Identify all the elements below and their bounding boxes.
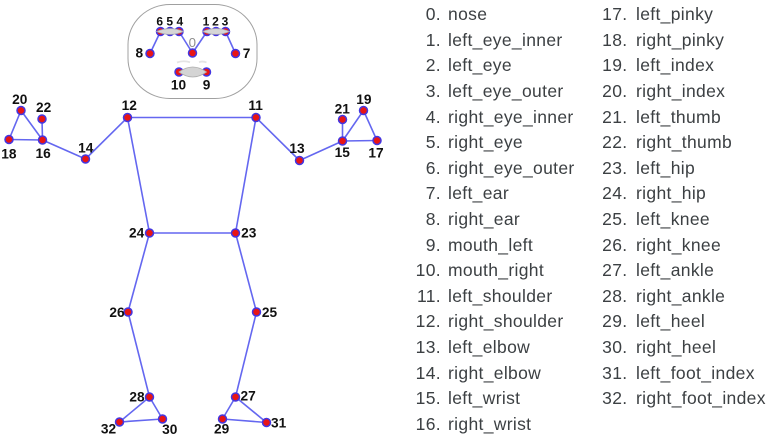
- svg-text:9: 9: [203, 78, 211, 93]
- svg-text:3: 3: [222, 15, 229, 29]
- svg-text:20: 20: [12, 92, 28, 107]
- svg-text:15: 15: [335, 145, 351, 160]
- svg-text:12: 12: [122, 98, 138, 113]
- svg-text:24: 24: [129, 225, 145, 240]
- svg-text:26: 26: [109, 305, 125, 320]
- svg-text:28: 28: [129, 390, 145, 405]
- svg-text:17: 17: [368, 146, 384, 161]
- svg-text:32: 32: [101, 421, 117, 436]
- svg-text:27: 27: [240, 389, 256, 404]
- svg-text:8: 8: [135, 46, 143, 61]
- svg-text:1: 1: [203, 15, 210, 29]
- svg-text:4: 4: [176, 15, 183, 29]
- svg-text:25: 25: [262, 305, 278, 320]
- svg-text:0: 0: [189, 35, 196, 50]
- svg-text:30: 30: [162, 422, 178, 437]
- svg-text:19: 19: [356, 92, 372, 107]
- svg-text:11: 11: [248, 98, 263, 113]
- svg-text:21: 21: [335, 102, 351, 117]
- svg-text:6: 6: [156, 15, 163, 29]
- svg-text:14: 14: [78, 141, 94, 156]
- svg-text:13: 13: [289, 141, 305, 156]
- svg-text:5: 5: [166, 15, 173, 29]
- svg-text:22: 22: [36, 100, 52, 115]
- svg-text:23: 23: [241, 225, 257, 240]
- svg-text:7: 7: [243, 46, 251, 61]
- svg-text:31: 31: [271, 416, 287, 431]
- svg-text:2: 2: [212, 15, 219, 29]
- svg-text:10: 10: [171, 78, 187, 93]
- svg-text:16: 16: [35, 146, 51, 161]
- svg-text:18: 18: [1, 146, 17, 161]
- svg-text:29: 29: [214, 421, 230, 436]
